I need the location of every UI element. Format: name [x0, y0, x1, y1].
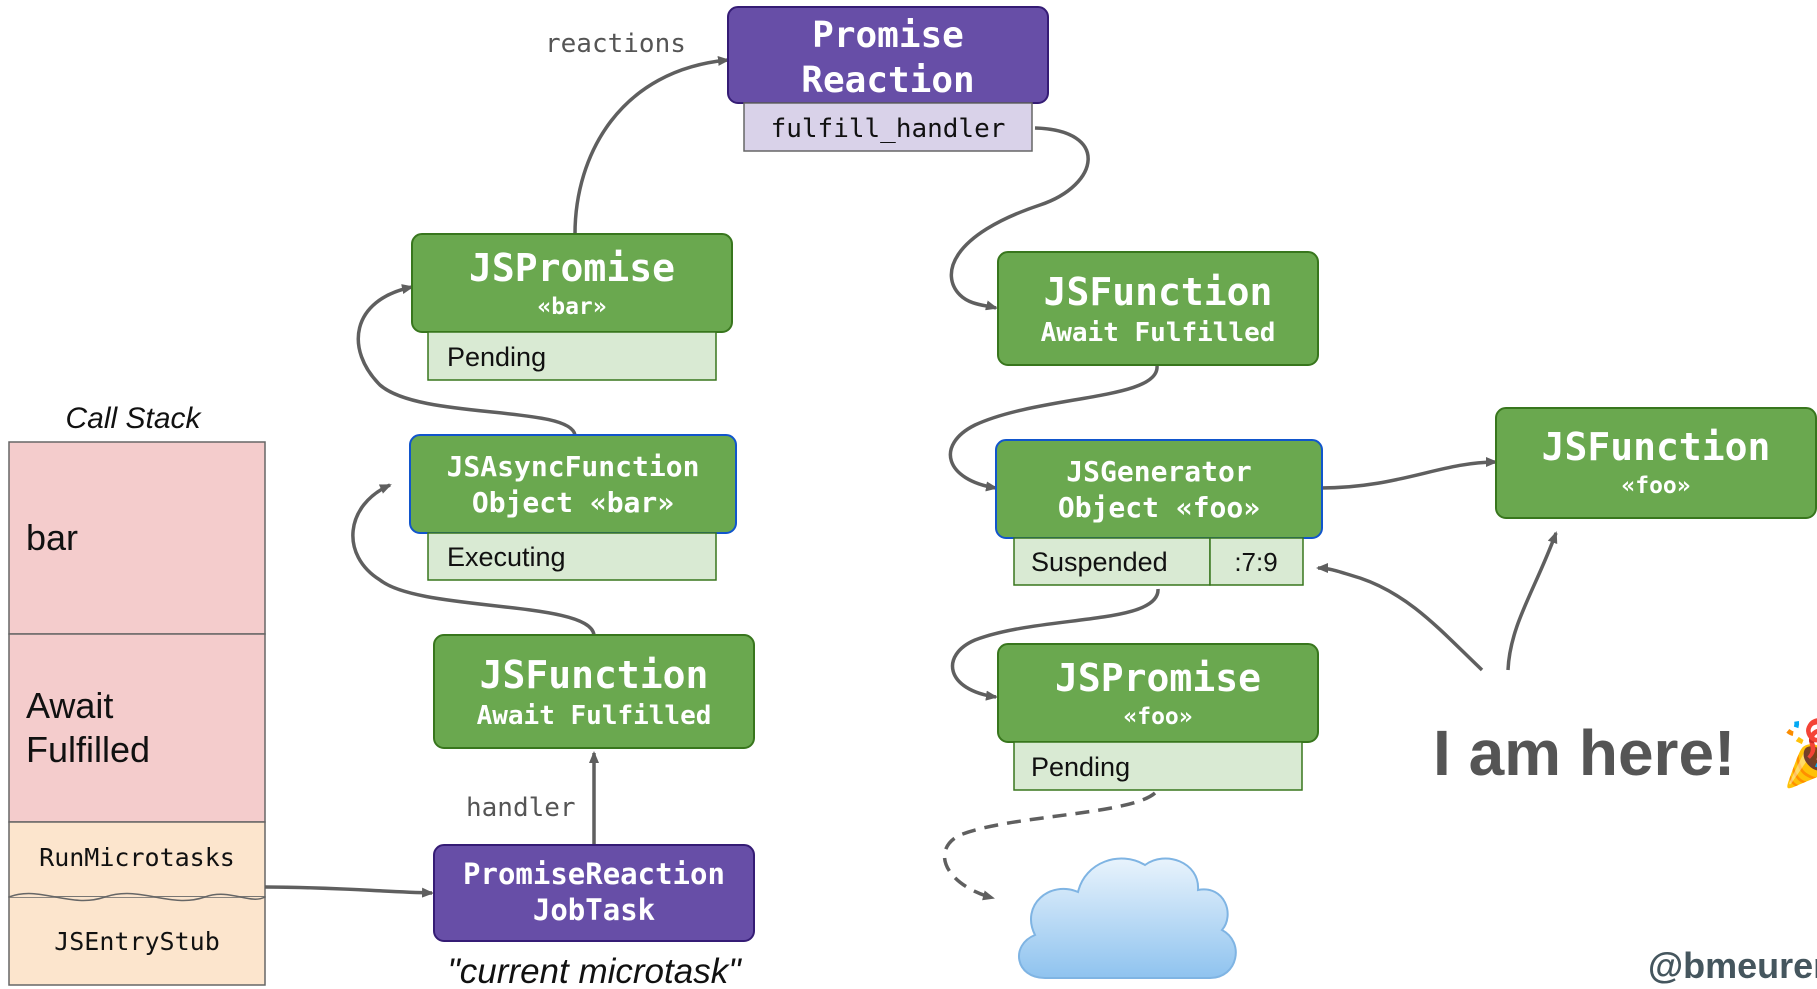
text-line: JSGenerator	[1066, 455, 1251, 488]
edge-async-to-jspromise-bar	[356, 284, 577, 436]
node-jsfunction-await-right-subtitle: Await Fulfilled	[1041, 318, 1276, 348]
node-jsfunction-await-right-box	[997, 251, 1319, 366]
text-line: Object «bar»	[472, 486, 674, 519]
node-promise-reaction-job-box	[433, 844, 755, 942]
stack-frame-bar	[8, 441, 266, 635]
party-popper-icon: 🎉	[1781, 717, 1817, 791]
node-jsfunction-foo: JSFunction «foo»	[1495, 407, 1817, 519]
node-jspromise-bar-subtitle: «bar»	[537, 294, 606, 320]
text-line: JSAsyncFunction	[447, 450, 700, 483]
cloud-icon	[1018, 857, 1237, 979]
node-jsfunction-await-left-subtitle: Await Fulfilled	[477, 701, 712, 731]
edge-stack-to-job	[264, 885, 434, 898]
edges	[264, 55, 1558, 901]
node-jsfunction-await-left: JSFunction Await Fulfilled	[433, 634, 755, 749]
field-fulfill-handler	[743, 102, 1033, 152]
call-stack-title: Call Stack	[65, 402, 202, 435]
node-jsfunction-await-left-title: JSFunction	[480, 653, 709, 697]
edge-fulfill-handler-to-await	[949, 126, 1090, 311]
field-suspended-label: Suspended	[1031, 547, 1168, 577]
edge-suspended-to-jspromise-foo	[950, 588, 1160, 701]
stack-frame-bar-label: bar	[26, 517, 78, 558]
field-executing-label: Executing	[447, 542, 566, 572]
text-line: Object «foo»	[1058, 491, 1260, 524]
text-line: Reaction	[801, 60, 974, 101]
field-suspended	[1013, 537, 1211, 586]
field-pending-foo-label: Pending	[1031, 752, 1130, 782]
edge-await-to-async	[351, 483, 596, 636]
annotation-label: I am here!	[1433, 717, 1735, 789]
label-current-microtask: "current microtask"	[447, 952, 742, 989]
node-jsfunction-foo-box	[1495, 407, 1817, 519]
node-jspromise-foo-title: JSPromise	[1055, 656, 1261, 700]
node-jsfunction-foo-subtitle: «foo»	[1621, 473, 1690, 499]
field-pending-bar	[427, 331, 717, 381]
field-fulfill-handler-label: fulfill_handler	[771, 114, 1006, 144]
edge-jspromise-foo-to-cloud	[942, 791, 1157, 901]
annotation-text: I am here! 🎉	[1433, 717, 1817, 791]
edge-annotation-to-jsfunction-foo	[1506, 531, 1558, 671]
stack-frame-await-fulfilled	[8, 633, 266, 823]
stack-frame-runmicrotasks	[8, 821, 266, 898]
stack-frame-runmicrotasks-label: RunMicrotasks	[39, 843, 235, 872]
text-line: JobTask	[533, 893, 655, 927]
text-line: Promise	[812, 15, 964, 56]
node-jspromise-foo: JSPromise «foo» Pending	[997, 643, 1319, 791]
field-pending-bar-label: Pending	[447, 342, 546, 372]
edge-generator-to-jsfunction-foo	[1319, 457, 1498, 490]
node-jsfunction-await-right-title: JSFunction	[1044, 270, 1273, 314]
edge-annotation-to-position	[1316, 563, 1484, 672]
stack-frame-jsentrystub-label: JSEntryStub	[54, 927, 220, 956]
field-position-label: :7:9	[1234, 547, 1277, 577]
label-reactions: reactions	[545, 29, 686, 59]
node-jsfunction-await-left-box	[433, 634, 755, 749]
node-jsfunction-foo-title: JSFunction	[1542, 425, 1771, 469]
node-jspromise-bar: JSPromise «bar» Pending	[411, 233, 733, 381]
node-jspromise-bar-title: JSPromise	[469, 246, 675, 290]
stack-torn-edge	[8, 892, 266, 902]
text-line: Fulfilled	[26, 729, 150, 770]
edge-jspromise-reactions	[573, 55, 730, 235]
label-handler: handler	[466, 793, 576, 823]
stack-frame-jsentrystub	[8, 896, 266, 986]
text-line: PromiseReaction	[463, 857, 725, 891]
node-jspromise-foo-subtitle: «foo»	[1123, 704, 1192, 730]
edge-await-to-generator	[948, 365, 1159, 492]
author-handle: @bmeurer	[1648, 945, 1817, 986]
node-jsfunction-await-right: JSFunction Await Fulfilled	[997, 251, 1319, 366]
field-position	[1209, 537, 1304, 586]
text-line: Await	[26, 685, 113, 726]
field-pending-foo	[1013, 741, 1303, 791]
field-executing	[427, 532, 717, 581]
